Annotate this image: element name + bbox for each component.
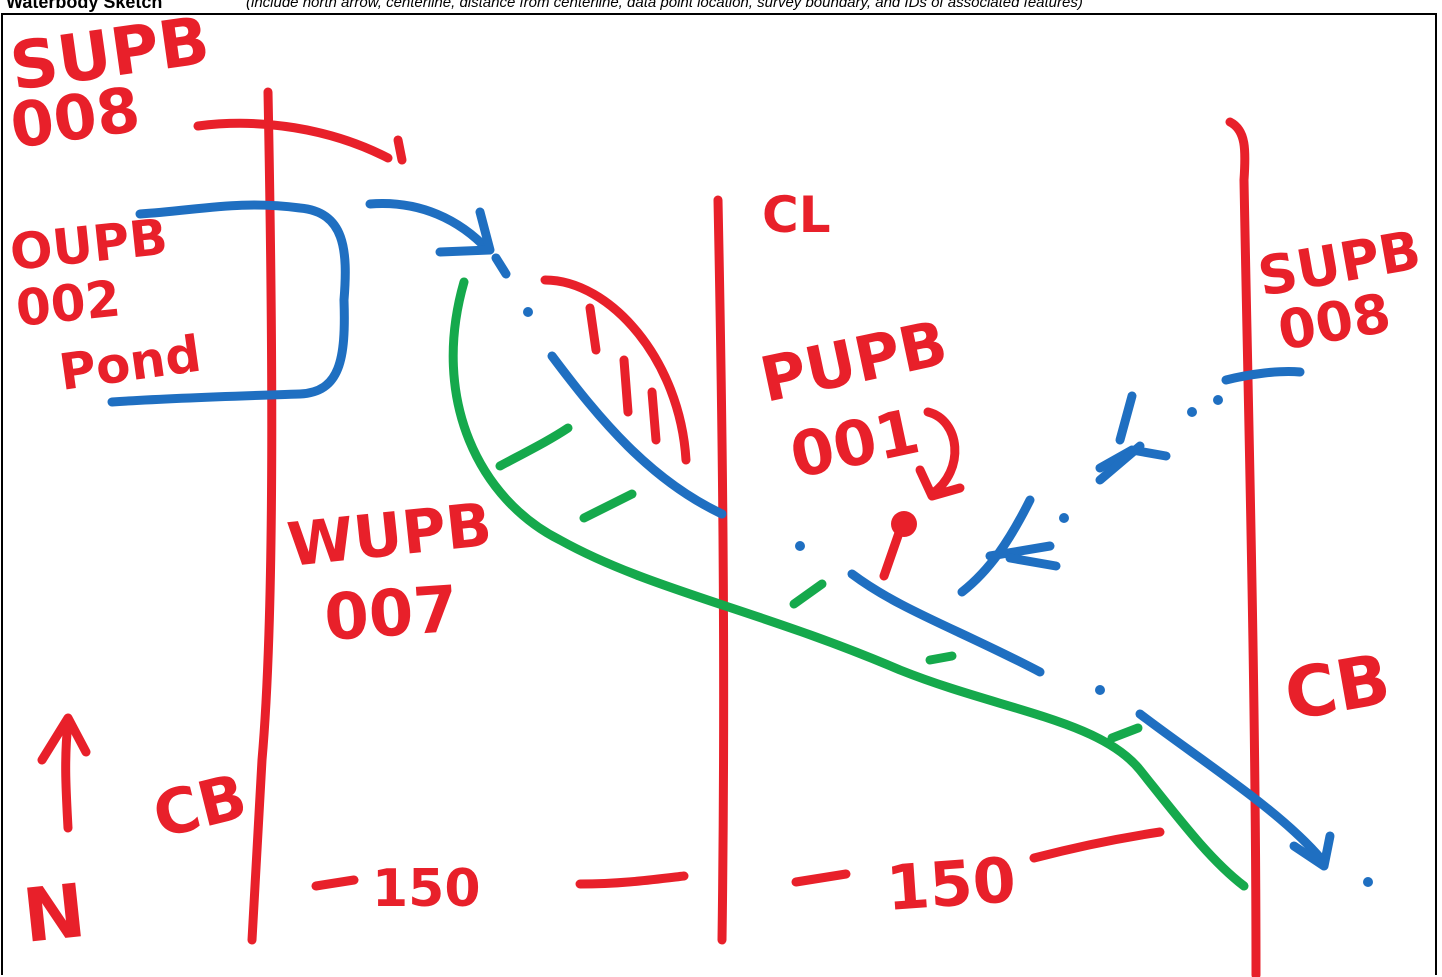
tributary xyxy=(1221,367,1305,385)
centerline xyxy=(713,195,729,945)
label-distance-right: 150 xyxy=(884,843,1018,925)
label-wupb-1: WUPB xyxy=(284,490,495,581)
label-pupb-1: PUPB xyxy=(754,306,954,417)
pupb-arrow xyxy=(923,407,960,499)
left-survey-boundary xyxy=(247,87,277,945)
form-instructions: (include north arrow, centerline, distan… xyxy=(246,0,1083,11)
label-oupb-2: 002 xyxy=(13,269,123,338)
pond-outline xyxy=(107,200,350,407)
right-survey-boundary xyxy=(1225,117,1261,977)
bank-arc xyxy=(540,275,691,465)
label-centerline: CL xyxy=(762,186,831,244)
dist-dash-1 xyxy=(311,875,359,891)
form-title: Waterbody Sketch xyxy=(6,0,163,12)
form-header: Waterbody Sketch (include north arrow, c… xyxy=(0,0,1442,12)
wetland-boundary xyxy=(448,277,1249,891)
supb-arrow xyxy=(193,118,393,163)
label-cb-right: CB xyxy=(1279,638,1396,737)
label-supb-top-left-2: 008 xyxy=(6,73,144,163)
label-north: N xyxy=(19,868,90,960)
label-cb-left: CB xyxy=(146,759,254,852)
data-point-marker xyxy=(891,511,917,537)
dist-dash-2 xyxy=(575,871,689,889)
dist-arrow xyxy=(1029,827,1165,863)
label-oupb-1: OUPB xyxy=(7,208,170,282)
dist-dash-3 xyxy=(791,869,851,887)
label-oupb-3: Pond xyxy=(56,325,205,402)
wetland-tick xyxy=(495,423,573,471)
stream-channel xyxy=(491,253,511,279)
sketch-frame xyxy=(1,13,1437,975)
label-pupb-2: 001 xyxy=(784,394,926,492)
label-distance-left: 150 xyxy=(372,859,481,919)
data-point-stem xyxy=(879,525,905,581)
stream-inflow xyxy=(365,198,493,255)
label-wupb-2: 007 xyxy=(322,573,460,656)
north-arrow xyxy=(61,717,73,833)
